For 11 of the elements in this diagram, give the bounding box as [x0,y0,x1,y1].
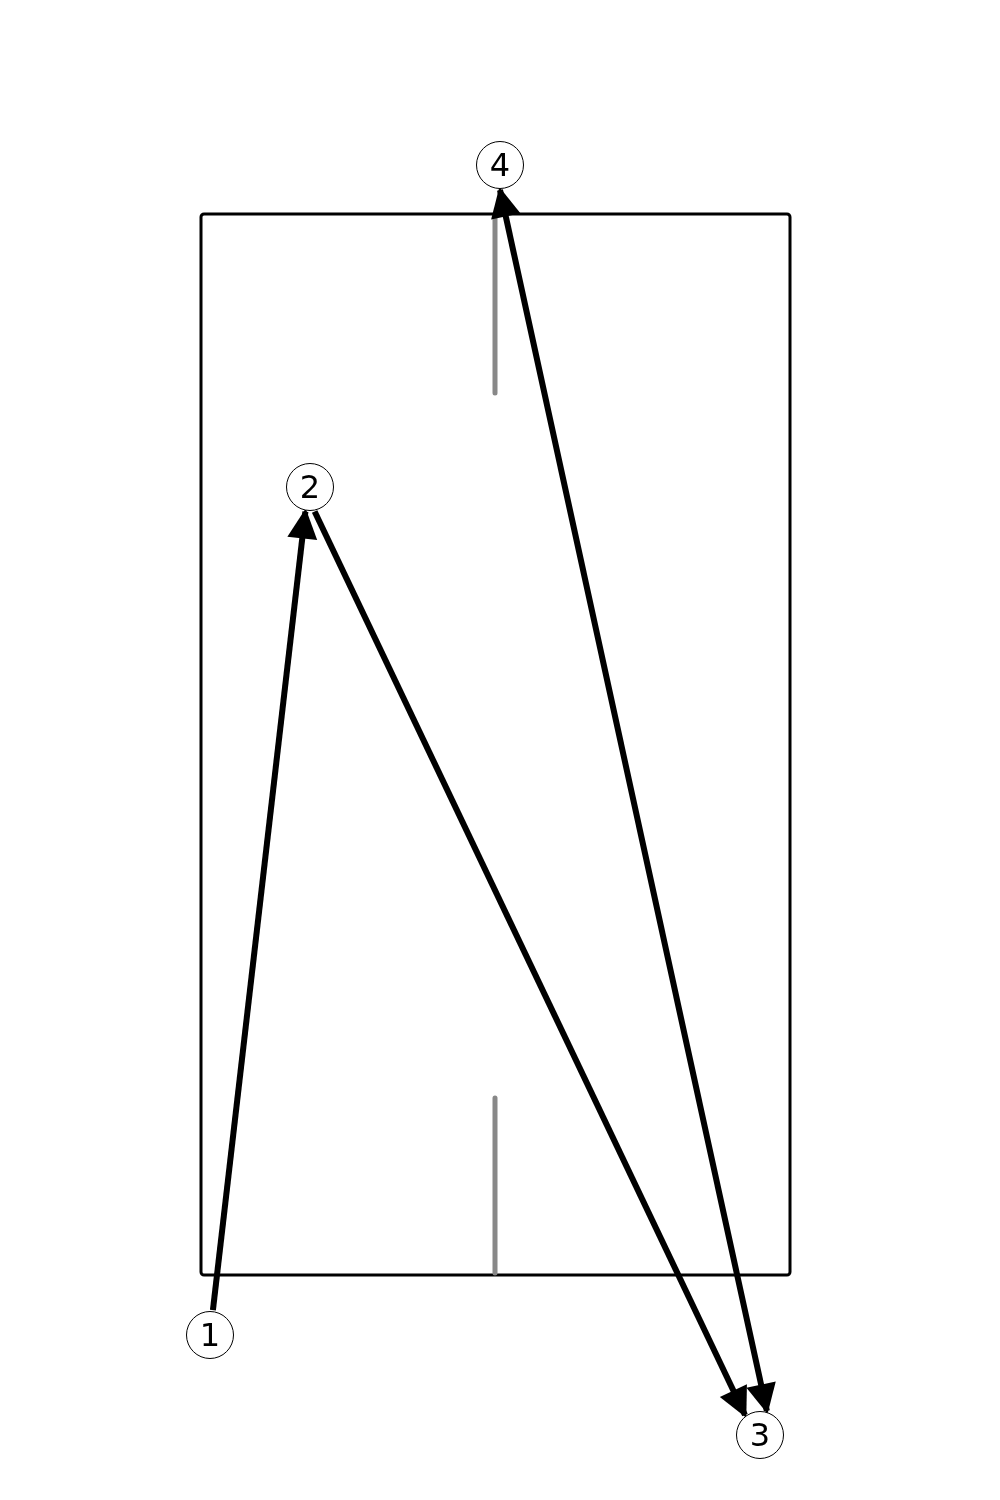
step-number: 3 [749,1419,771,1451]
step-number: 1 [199,1319,221,1351]
number-circle [736,1411,784,1459]
arrow [209,508,318,1311]
number-circle [286,463,334,511]
arrow [311,510,748,1418]
arrow [491,187,776,1414]
number-circle [476,141,524,189]
number-circle [186,1311,234,1359]
step-number: 4 [489,149,511,181]
step-number: 2 [299,471,321,503]
